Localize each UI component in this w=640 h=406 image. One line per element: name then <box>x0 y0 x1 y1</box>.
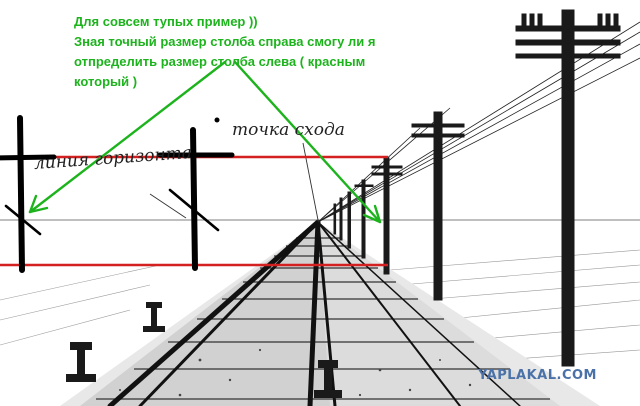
telegraph-wires <box>317 21 640 223</box>
vanishing-point-label: точка схода <box>232 120 345 140</box>
watermark-logo: YAPLAKAL.COM <box>478 368 597 383</box>
green-arrows <box>28 60 382 224</box>
rail-profile-right <box>314 360 342 398</box>
question-line-4: который ) <box>74 74 138 89</box>
question-line-1: Для совсем тупых пример )) <box>74 14 258 29</box>
gravel <box>119 348 472 397</box>
drawn-dot <box>214 117 220 123</box>
telegraph-poles <box>333 9 621 367</box>
drawn-pole-left <box>0 115 57 273</box>
rail-profile-mid <box>143 302 165 332</box>
rail-profile-left <box>66 342 96 382</box>
question-line-3: отпределить размер столба слева ( красны… <box>74 54 366 69</box>
drawn-pole-center <box>157 127 235 271</box>
question-line-2: Зная точный размер столба справа смогу л… <box>74 34 376 49</box>
horizon-pointer <box>149 193 187 219</box>
railway-sleepers <box>96 237 550 400</box>
question-text: Для совсем тупых пример )) Зная точный р… <box>74 12 414 92</box>
railway-rails <box>107 219 521 406</box>
